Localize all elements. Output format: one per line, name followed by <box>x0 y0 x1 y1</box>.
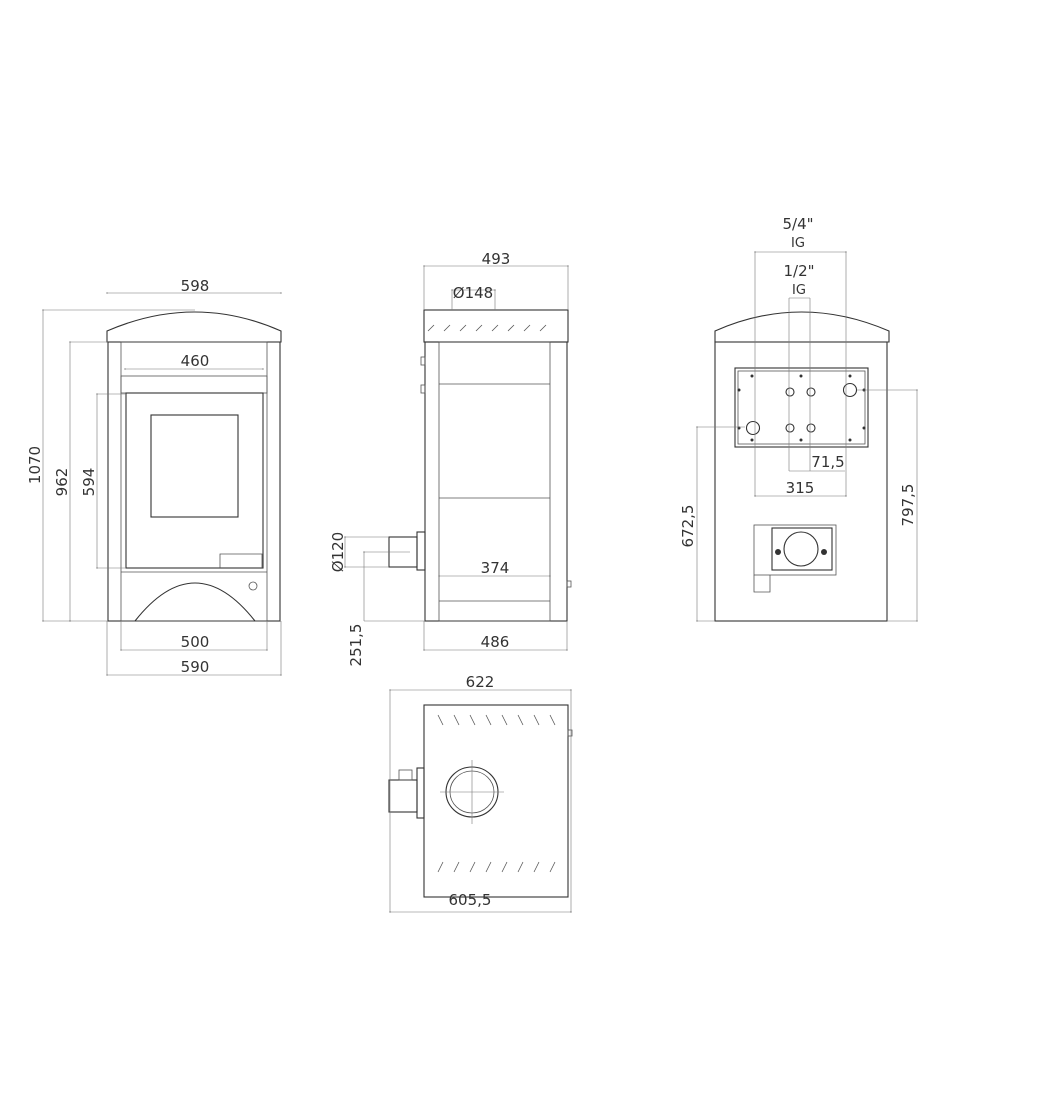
dim-flue-120: Ø120 <box>329 532 347 572</box>
connection-plate <box>734 367 869 448</box>
dim-598: 598 <box>181 277 210 295</box>
label-ig-large: IG <box>791 236 805 251</box>
dim-672-5: 672,5 <box>679 505 697 548</box>
label-5-4-inch: 5/4" <box>782 215 813 233</box>
window <box>150 414 239 518</box>
dim-flue-148: Ø148 <box>453 284 493 302</box>
dim-374: 374 <box>481 559 510 577</box>
door <box>125 392 264 569</box>
dim-594: 594 <box>80 468 98 497</box>
dim-605-5: 605,5 <box>449 891 492 909</box>
dim-500: 500 <box>181 633 210 651</box>
rear-view: 5/4" IG 1/2" IG 71,5 315 672,5 797,5 <box>679 215 918 622</box>
dim-486: 486 <box>481 633 510 651</box>
dim-1070: 1070 <box>26 446 44 484</box>
connection-holes <box>745 382 858 436</box>
front-view: 598 460 1070 962 594 500 590 <box>26 277 282 676</box>
dim-251-5: 251,5 <box>347 624 365 667</box>
label-1-2-inch: 1/2" <box>783 262 814 280</box>
dim-797-5: 797,5 <box>899 484 917 527</box>
dim-622: 622 <box>466 673 495 691</box>
side-view: Ø148 493 Ø120 251,5 374 486 <box>329 250 572 667</box>
dim-590: 590 <box>181 658 210 676</box>
dim-493: 493 <box>482 250 511 268</box>
dim-315: 315 <box>786 479 815 497</box>
dim-460: 460 <box>181 352 210 370</box>
top-view: 622 605,5 <box>388 673 573 913</box>
dim-962: 962 <box>53 468 71 497</box>
base-arch <box>134 582 256 622</box>
vent-slots <box>427 324 547 332</box>
label-ig-small: IG <box>792 283 806 298</box>
flue-outlet <box>783 531 819 567</box>
dim-71-5: 71,5 <box>811 453 844 471</box>
knob <box>248 581 258 591</box>
